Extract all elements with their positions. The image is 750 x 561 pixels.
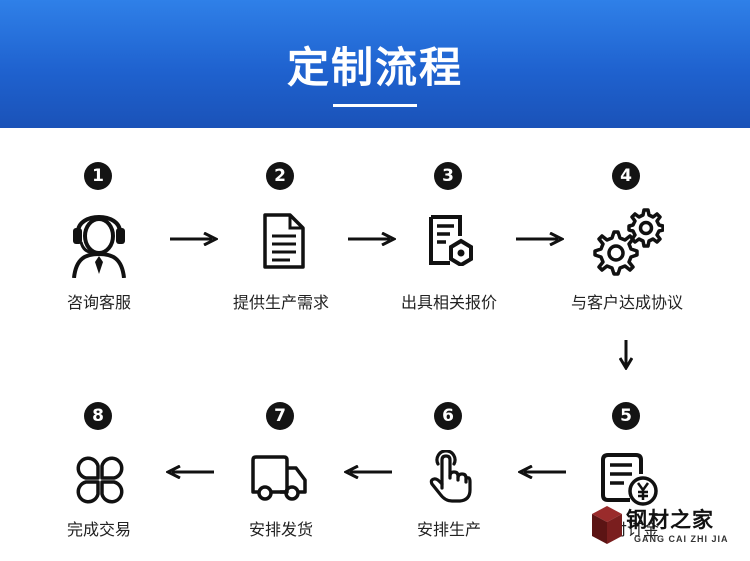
watermark-pinyin: GANG CAI ZHI JIA bbox=[634, 534, 729, 544]
payment-document-icon bbox=[601, 453, 658, 506]
watermark-logo: 钢材之家 GANG CAI ZHI JIA bbox=[588, 498, 750, 558]
step-7-badge: 7 bbox=[266, 402, 294, 430]
step-3-label: 出具相关报价 bbox=[400, 293, 497, 312]
arrow-left-icon bbox=[166, 465, 214, 479]
step-8-badge: 8 bbox=[84, 402, 112, 430]
step-4-badge: 4 bbox=[612, 162, 640, 190]
clover-icon bbox=[76, 456, 124, 504]
step-6-label: 安排生产 bbox=[416, 520, 481, 539]
arrow-left-icon bbox=[518, 465, 566, 479]
arrow-right-icon bbox=[170, 232, 218, 246]
step-7-label: 安排发货 bbox=[248, 520, 313, 539]
step-2-badge: 2 bbox=[266, 162, 294, 190]
step-2-label: 提供生产需求 bbox=[232, 293, 329, 312]
page-title: 定制流程 bbox=[286, 43, 463, 92]
delivery-truck-icon bbox=[251, 455, 307, 501]
cube-logo-icon bbox=[592, 506, 622, 544]
arrow-right-icon bbox=[348, 232, 396, 246]
touch-hand-icon bbox=[429, 450, 472, 503]
gears-icon bbox=[593, 208, 664, 276]
arrow-right-icon bbox=[516, 232, 564, 246]
step-6-badge: 6 bbox=[434, 402, 462, 430]
step-3-badge: 3 bbox=[434, 162, 462, 190]
step-5-badge: 5 bbox=[612, 402, 640, 430]
arrow-down-icon bbox=[619, 340, 633, 370]
header-banner: 定制流程 bbox=[0, 0, 750, 128]
document-icon bbox=[263, 213, 305, 269]
step-8-label: 完成交易 bbox=[66, 520, 131, 539]
customer-service-icon bbox=[72, 215, 126, 278]
step-4-label: 与客户达成协议 bbox=[570, 293, 683, 312]
arrow-left-icon bbox=[344, 465, 392, 479]
watermark-name: 钢材之家 bbox=[626, 508, 714, 532]
step-1-badge: 1 bbox=[84, 162, 112, 190]
step-1-label: 咨询客服 bbox=[66, 293, 131, 312]
title-underline bbox=[333, 104, 417, 107]
quote-document-icon bbox=[429, 215, 473, 266]
